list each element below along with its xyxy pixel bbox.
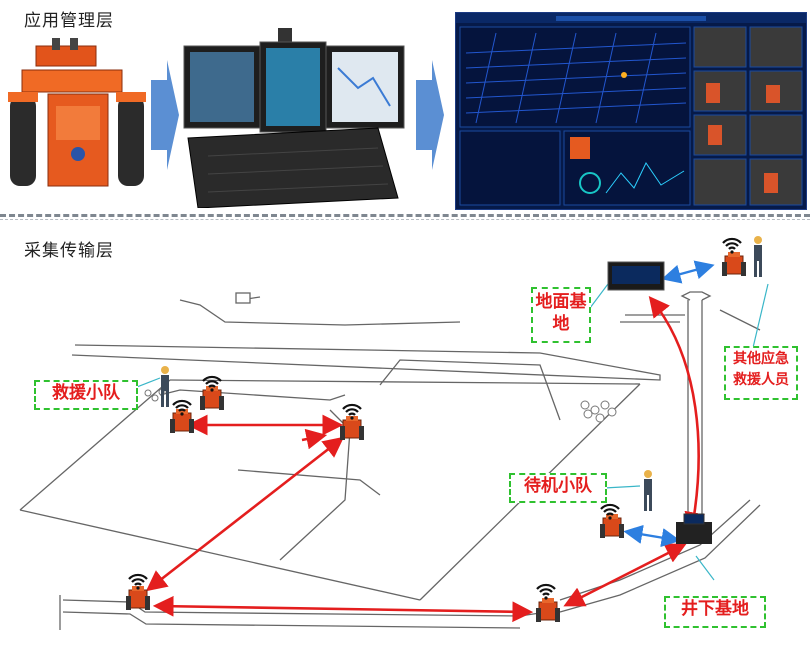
monitoring-dashboard-image [455,12,807,210]
flow-arrow-2 [416,60,444,170]
acquisition-layer-title: 采集传输层 [24,241,114,261]
standby-team-callout: 待机小队 [509,473,607,503]
flow-arrow-1 [151,60,179,170]
application-layer-title: 应用管理层 [24,11,114,31]
layer-divider-secondary [0,219,810,220]
other-rescuers-callout: 其他应急救援人员 [724,346,798,400]
ground-base-callout: 地面基地 [531,287,591,343]
rescue-team-callout: 救援小队 [34,380,138,410]
layer-divider [0,214,810,217]
underground-base-callout: 井下基地 [664,596,766,628]
control-console-image [183,28,405,208]
rescue-robot-image [8,38,146,187]
mine-network-diagram [19,236,769,630]
